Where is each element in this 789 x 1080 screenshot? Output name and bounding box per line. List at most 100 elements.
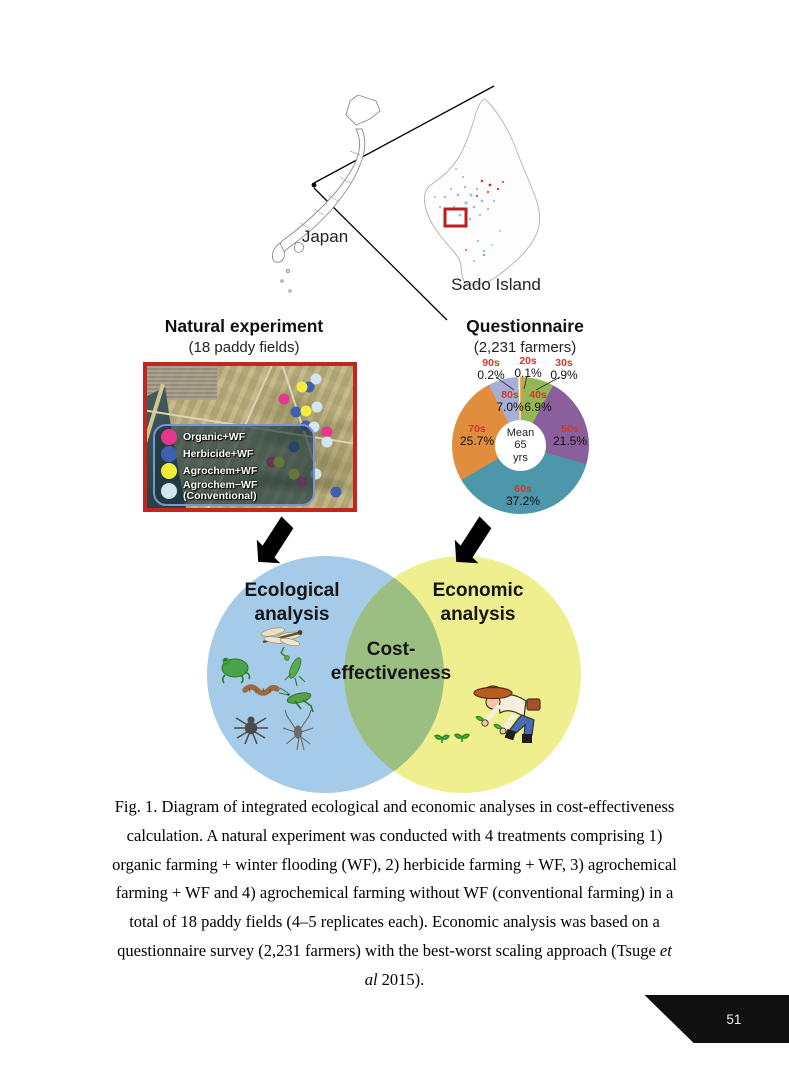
percentage: 37.2% bbox=[505, 494, 541, 508]
farmer-illustration bbox=[433, 685, 541, 743]
location-map-graphic bbox=[271, 85, 540, 321]
age-group: 60s bbox=[514, 483, 532, 495]
farmer-figure bbox=[473, 685, 541, 743]
percentage: 25.7% bbox=[459, 434, 495, 448]
legend-swatch bbox=[161, 446, 177, 462]
paddy-dot bbox=[310, 468, 322, 480]
percentage: 7.0% bbox=[496, 400, 524, 414]
label-line: Cost- bbox=[366, 639, 416, 660]
age-group: 40s bbox=[529, 389, 547, 401]
down-arrow-left bbox=[256, 516, 294, 564]
paddy-dot bbox=[300, 405, 312, 417]
legend-label: Herbicide+WF bbox=[183, 447, 254, 460]
paddy-dot bbox=[310, 373, 322, 385]
paddy-dot bbox=[311, 401, 323, 413]
economic-circle bbox=[344, 556, 581, 793]
legend-item: Agrochem+WF bbox=[161, 463, 309, 479]
treatment-legend: Organic+WF Herbicide+WF Agrochem+WF Agroche… bbox=[153, 424, 315, 506]
percentage: 0.9% bbox=[550, 368, 578, 382]
legend-label: Organic+WF bbox=[183, 430, 246, 443]
study-area-rect bbox=[443, 207, 468, 228]
percentage: 21.5% bbox=[552, 434, 588, 448]
questionnaire-panel: Questionnaire (2,231 farmers) Mean 65 yr… bbox=[435, 315, 615, 530]
age-group: 70s bbox=[468, 423, 486, 435]
legend-swatch bbox=[161, 429, 177, 445]
legend-item: Organic+WF bbox=[161, 429, 309, 445]
paddy-dot bbox=[290, 406, 302, 418]
natural-experiment-title: Natural experiment bbox=[164, 316, 324, 336]
spider-icon bbox=[234, 716, 268, 745]
label-line: analysis bbox=[254, 604, 330, 625]
aerial-photo: Organic+WF Herbicide+WF Agrochem+WF Agroche… bbox=[143, 362, 357, 512]
percentage: 6.9% bbox=[524, 400, 552, 414]
paddy-dot bbox=[308, 421, 320, 433]
caption-line: organic farming + winter flooding (WF), … bbox=[112, 854, 677, 874]
planted-seedling-icon bbox=[433, 734, 451, 743]
label-line: Ecological bbox=[244, 580, 340, 601]
paddy-dot bbox=[296, 381, 308, 393]
dragonfly-icon bbox=[260, 627, 303, 647]
questionnaire-title: Questionnaire bbox=[466, 316, 584, 336]
caption-line: Fig. 1. Diagram of integrated ecological… bbox=[114, 797, 675, 816]
mantis-icon bbox=[280, 646, 306, 687]
caption-line: calculation. A natural experiment was co… bbox=[126, 825, 663, 845]
legend-swatch bbox=[161, 463, 177, 479]
caption-line: questionnaire survey (2,231 farmers) wit… bbox=[117, 940, 672, 960]
age-group: 80s bbox=[501, 389, 519, 401]
legend-swatch bbox=[161, 483, 177, 499]
paddy-field-speckles bbox=[434, 168, 501, 263]
legend-item: Herbicide+WF bbox=[161, 446, 309, 462]
label-line: analysis bbox=[440, 604, 516, 625]
down-arrow-right bbox=[454, 516, 492, 564]
grasshopper-icon bbox=[278, 687, 314, 713]
paddy-dot bbox=[278, 393, 290, 405]
paddy-dot bbox=[321, 436, 333, 448]
natural-experiment-subtitle: (18 paddy fields) bbox=[188, 339, 300, 356]
sado-location-dot bbox=[311, 182, 317, 188]
paddy-dot bbox=[303, 381, 315, 393]
legend-label: Agrochem+WF bbox=[183, 464, 258, 477]
age-group: 30s bbox=[555, 357, 573, 369]
donut-center-label: Mean 65 yrs bbox=[495, 420, 546, 471]
page-number: 51 bbox=[726, 1011, 742, 1027]
caption-line: farming + WF and 4) agrochemical farming… bbox=[115, 883, 674, 903]
sado-island-map bbox=[423, 98, 540, 286]
percentage: 0.1% bbox=[514, 366, 542, 380]
japan-outline-map bbox=[271, 94, 381, 293]
age-group: 90s bbox=[482, 357, 500, 369]
wildlife-illustrations bbox=[221, 627, 314, 751]
planted-seedling-icon bbox=[453, 733, 471, 742]
center-line: yrs bbox=[513, 451, 528, 464]
page-number-band: 51 bbox=[644, 995, 789, 1043]
worm-icon bbox=[242, 684, 280, 696]
venn-diagram: Ecological analysis Economic analysis Co… bbox=[190, 545, 600, 805]
caption-line: total of 18 paddy fields (4–5 replicates… bbox=[129, 912, 660, 932]
ecological-analysis-label: Ecological analysis bbox=[244, 579, 339, 627]
percentage: 0.2% bbox=[477, 368, 505, 382]
legend-item: Agrochem−WF(Conventional) bbox=[161, 480, 309, 502]
sado-island-label: Sado Island bbox=[451, 275, 541, 294]
figure-caption: Fig. 1. Diagram of integrated ecological… bbox=[60, 793, 729, 995]
center-line: Mean bbox=[506, 426, 535, 439]
red-speckles bbox=[465, 179, 504, 256]
paddy-dot bbox=[330, 486, 342, 498]
center-line: 65 bbox=[514, 439, 527, 452]
paddy-dot bbox=[321, 426, 333, 438]
cost-effectiveness-label: Cost- effectiveness bbox=[331, 638, 451, 686]
label-leader-lines bbox=[495, 375, 561, 391]
age-group: 20s bbox=[519, 355, 537, 367]
label-line: effectiveness bbox=[330, 663, 452, 684]
spider-icon bbox=[282, 709, 314, 751]
age-group: 50s bbox=[561, 423, 579, 435]
label-line: Economic bbox=[432, 580, 524, 601]
